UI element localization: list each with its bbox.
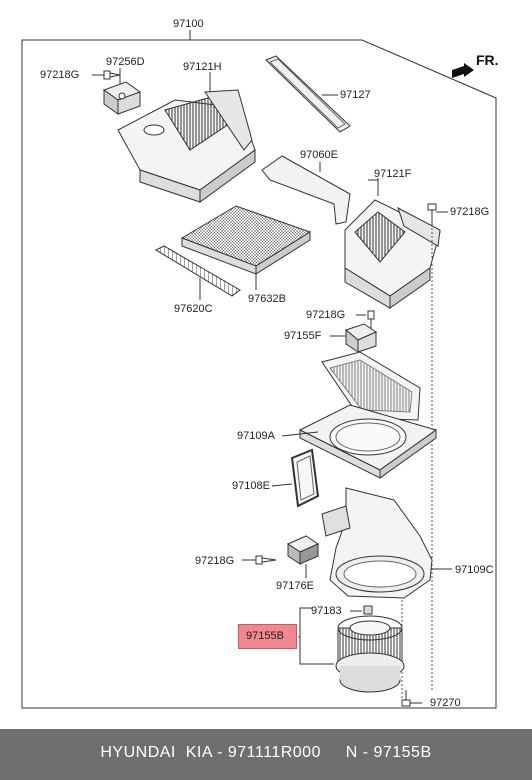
lower-case-drawing [298,351,438,479]
bolt-right-drawing [427,203,448,226]
label-bolt-top-left: 97218G [40,69,80,81]
front-direction-label: FR. [476,52,499,68]
label-bolt-right: 97218G [450,206,490,218]
leader-97108E [271,483,293,487]
highlighted-part-box[interactable] [238,624,297,649]
label-97108E: 97108E [232,480,270,492]
footer-bar [0,729,532,780]
duct-drawing [261,155,351,225]
label-97060E: 97060E [300,149,338,161]
leader-97109A [281,431,319,437]
resistor-drawing [286,535,320,578]
screw-drawing [401,690,422,707]
bolt-lower-left-drawing [242,555,277,565]
upper-case-right-drawing [344,178,441,309]
label-97109A: 97109A [237,430,275,442]
label-97155F: 97155F [284,330,322,342]
actuator-drawing [102,68,142,115]
filter-drawing [180,205,312,290]
seal-drawing [290,448,320,508]
label-97155B: 97155B [246,630,284,642]
label-97256D: 97256D [106,56,145,68]
motor-clip-drawing [350,605,373,615]
label-97183: 97183 [311,605,342,617]
label-97121F: 97121F [374,168,412,180]
label-97176E: 97176E [276,580,314,592]
label-97127: 97127 [340,89,371,101]
label-bolt-center: 97218G [306,309,346,321]
sensor-drawing [330,323,378,353]
front-arrow-icon [452,63,474,78]
blower-motor-drawing [298,607,405,693]
label-97620C: 97620C [174,303,213,315]
motor-bracket [298,607,334,665]
label-97121H: 97121H [183,61,222,73]
label-97100: 97100 [173,18,204,30]
upper-case-left-drawing [117,72,256,203]
label-bolt-lower-left: 97218G [195,555,235,567]
label-97109C: 97109C [455,564,494,576]
assembly-outline [21,39,497,709]
filter-frame-drawing [154,245,241,300]
label-97632B: 97632B [248,293,286,305]
filter-cover-drawing [265,55,351,133]
bolt-top-left-drawing [92,70,121,80]
footer-caption: HYUNDAI KIA - 971111R000 N - 97155B [100,744,432,761]
scroll-case-drawing [321,487,433,599]
label-97270: 97270 [430,697,461,709]
